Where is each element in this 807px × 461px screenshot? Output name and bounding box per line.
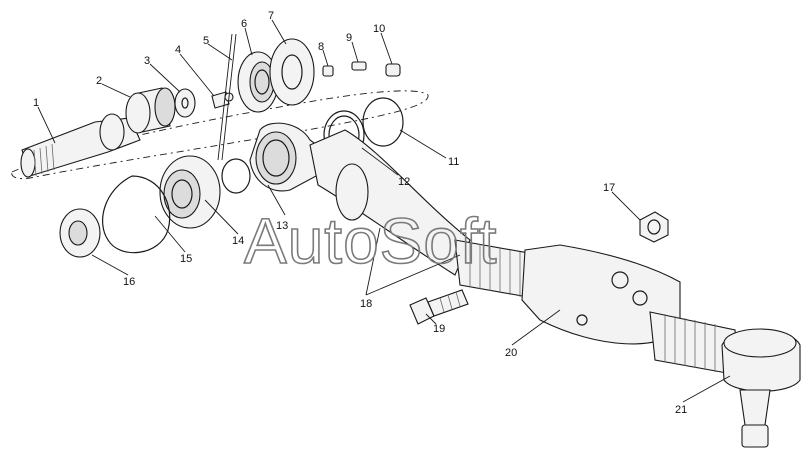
part-6-ring-bearing — [237, 51, 279, 113]
callout-13: 13 — [276, 220, 288, 232]
part-21-ball-joint — [721, 328, 801, 448]
callout-7: 7 — [268, 10, 274, 22]
callout-10: 10 — [373, 23, 385, 35]
part-5-cotter-pin — [217, 33, 237, 161]
watermark-text: AutoSoft — [244, 205, 498, 277]
part-11-seal-ring — [362, 97, 404, 147]
callout-12: 12 — [398, 176, 410, 188]
part-14-bearing-cup — [159, 155, 221, 229]
part-15-snap-ring — [102, 175, 171, 254]
callout-8: 8 — [318, 41, 324, 53]
callout-17: 17 — [603, 182, 615, 194]
callout-16: 16 — [123, 276, 135, 288]
part-snap-ring — [221, 158, 251, 194]
callout-19: 19 — [433, 323, 445, 335]
callout-14: 14 — [232, 235, 244, 247]
part-9-bolt — [351, 61, 367, 71]
part-4-grease-fitting — [211, 91, 234, 109]
callout-11: 11 — [448, 156, 459, 168]
callout-2: 2 — [96, 75, 102, 87]
callout-21: 21 — [675, 404, 687, 416]
assembly-axis-outline — [11, 90, 429, 180]
part-13-housing — [249, 122, 331, 192]
callout-5: 5 — [203, 35, 209, 47]
part-16-castle-nut — [59, 208, 101, 258]
callout-3: 3 — [144, 55, 150, 67]
part-19-bolt — [409, 289, 469, 325]
part-1-pin — [20, 113, 141, 178]
part-3-washer — [174, 88, 196, 118]
callout-6: 6 — [241, 18, 247, 30]
callout-4: 4 — [175, 44, 181, 56]
callout-15: 15 — [180, 253, 192, 265]
part-10-plug — [385, 63, 401, 77]
callout-1: 1 — [33, 97, 39, 109]
callout-18: 18 — [360, 298, 372, 310]
part-2-bushing — [125, 87, 176, 134]
callout-9: 9 — [346, 32, 352, 44]
leader-lines — [37, 19, 731, 403]
part-17-nut — [639, 211, 669, 243]
callout-20: 20 — [505, 347, 517, 359]
part-3-washer-hole — [181, 97, 189, 109]
part-7-cover-plate — [269, 38, 315, 106]
part-8-nut — [322, 65, 334, 77]
